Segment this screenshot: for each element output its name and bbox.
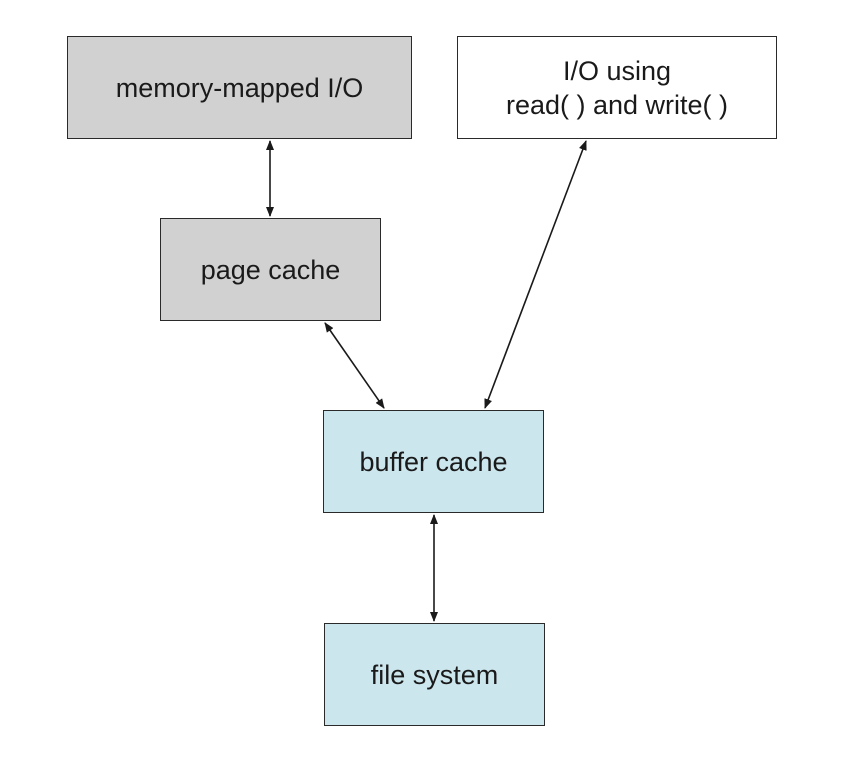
arrow-io-read-write-buffer-cache bbox=[484, 140, 587, 409]
buffer-cache-box: buffer cache bbox=[323, 410, 544, 513]
page-cache-label: page cache bbox=[200, 254, 341, 285]
arrow-page-cache-buffer-cache bbox=[324, 322, 385, 409]
memory-mapped-io-box: memory-mapped I/O bbox=[67, 36, 412, 139]
io-read-write-box: I/O using read( ) and write( ) bbox=[457, 36, 777, 139]
buffer-cache-label: buffer cache bbox=[359, 446, 508, 477]
file-system-label: file system bbox=[370, 659, 499, 690]
page-cache-box: page cache bbox=[160, 218, 381, 321]
file-system-box: file system bbox=[324, 623, 545, 726]
io-read-write-label: I/O using read( ) and write( ) bbox=[505, 55, 729, 120]
memory-mapped-io-label: memory-mapped I/O bbox=[115, 72, 364, 103]
